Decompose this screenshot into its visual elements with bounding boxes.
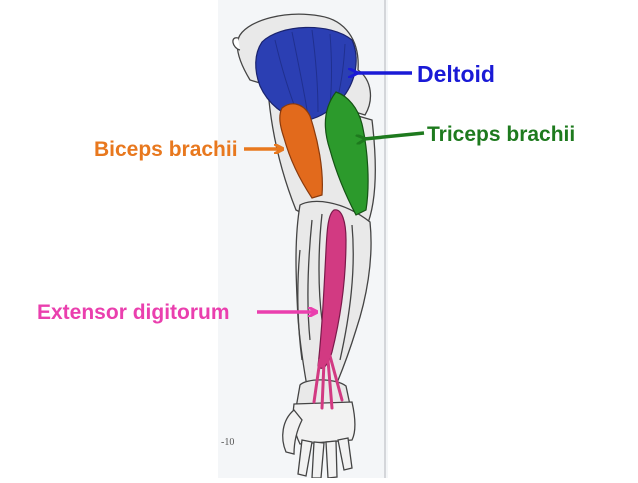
- forearm-muscle-line: [297, 249, 303, 361]
- forearm-muscle-line: [339, 224, 354, 361]
- biceps-muscle: [279, 103, 323, 199]
- finger-3: [325, 440, 338, 479]
- forearm-muscle-line: [307, 219, 313, 341]
- palm: [292, 401, 356, 445]
- deltoid-label: Deltoid: [417, 61, 495, 87]
- finger-4: [337, 437, 353, 471]
- page-number: -10: [221, 437, 235, 448]
- biceps-brachii-label: Biceps brachii: [94, 138, 238, 161]
- hand-outline: [282, 401, 356, 479]
- forearm-muscle-line: [318, 213, 323, 321]
- thumb: [282, 409, 303, 455]
- triceps-muscle: [324, 91, 369, 216]
- extensor-tendons: [312, 354, 344, 410]
- finger-1: [297, 439, 313, 477]
- clavicle-knob: [232, 37, 241, 51]
- extensor-digitorum-label: Extensor digitorum: [37, 301, 230, 324]
- triceps-brachii-label: Triceps brachii: [427, 123, 576, 146]
- triceps-arrow: [364, 131, 425, 139]
